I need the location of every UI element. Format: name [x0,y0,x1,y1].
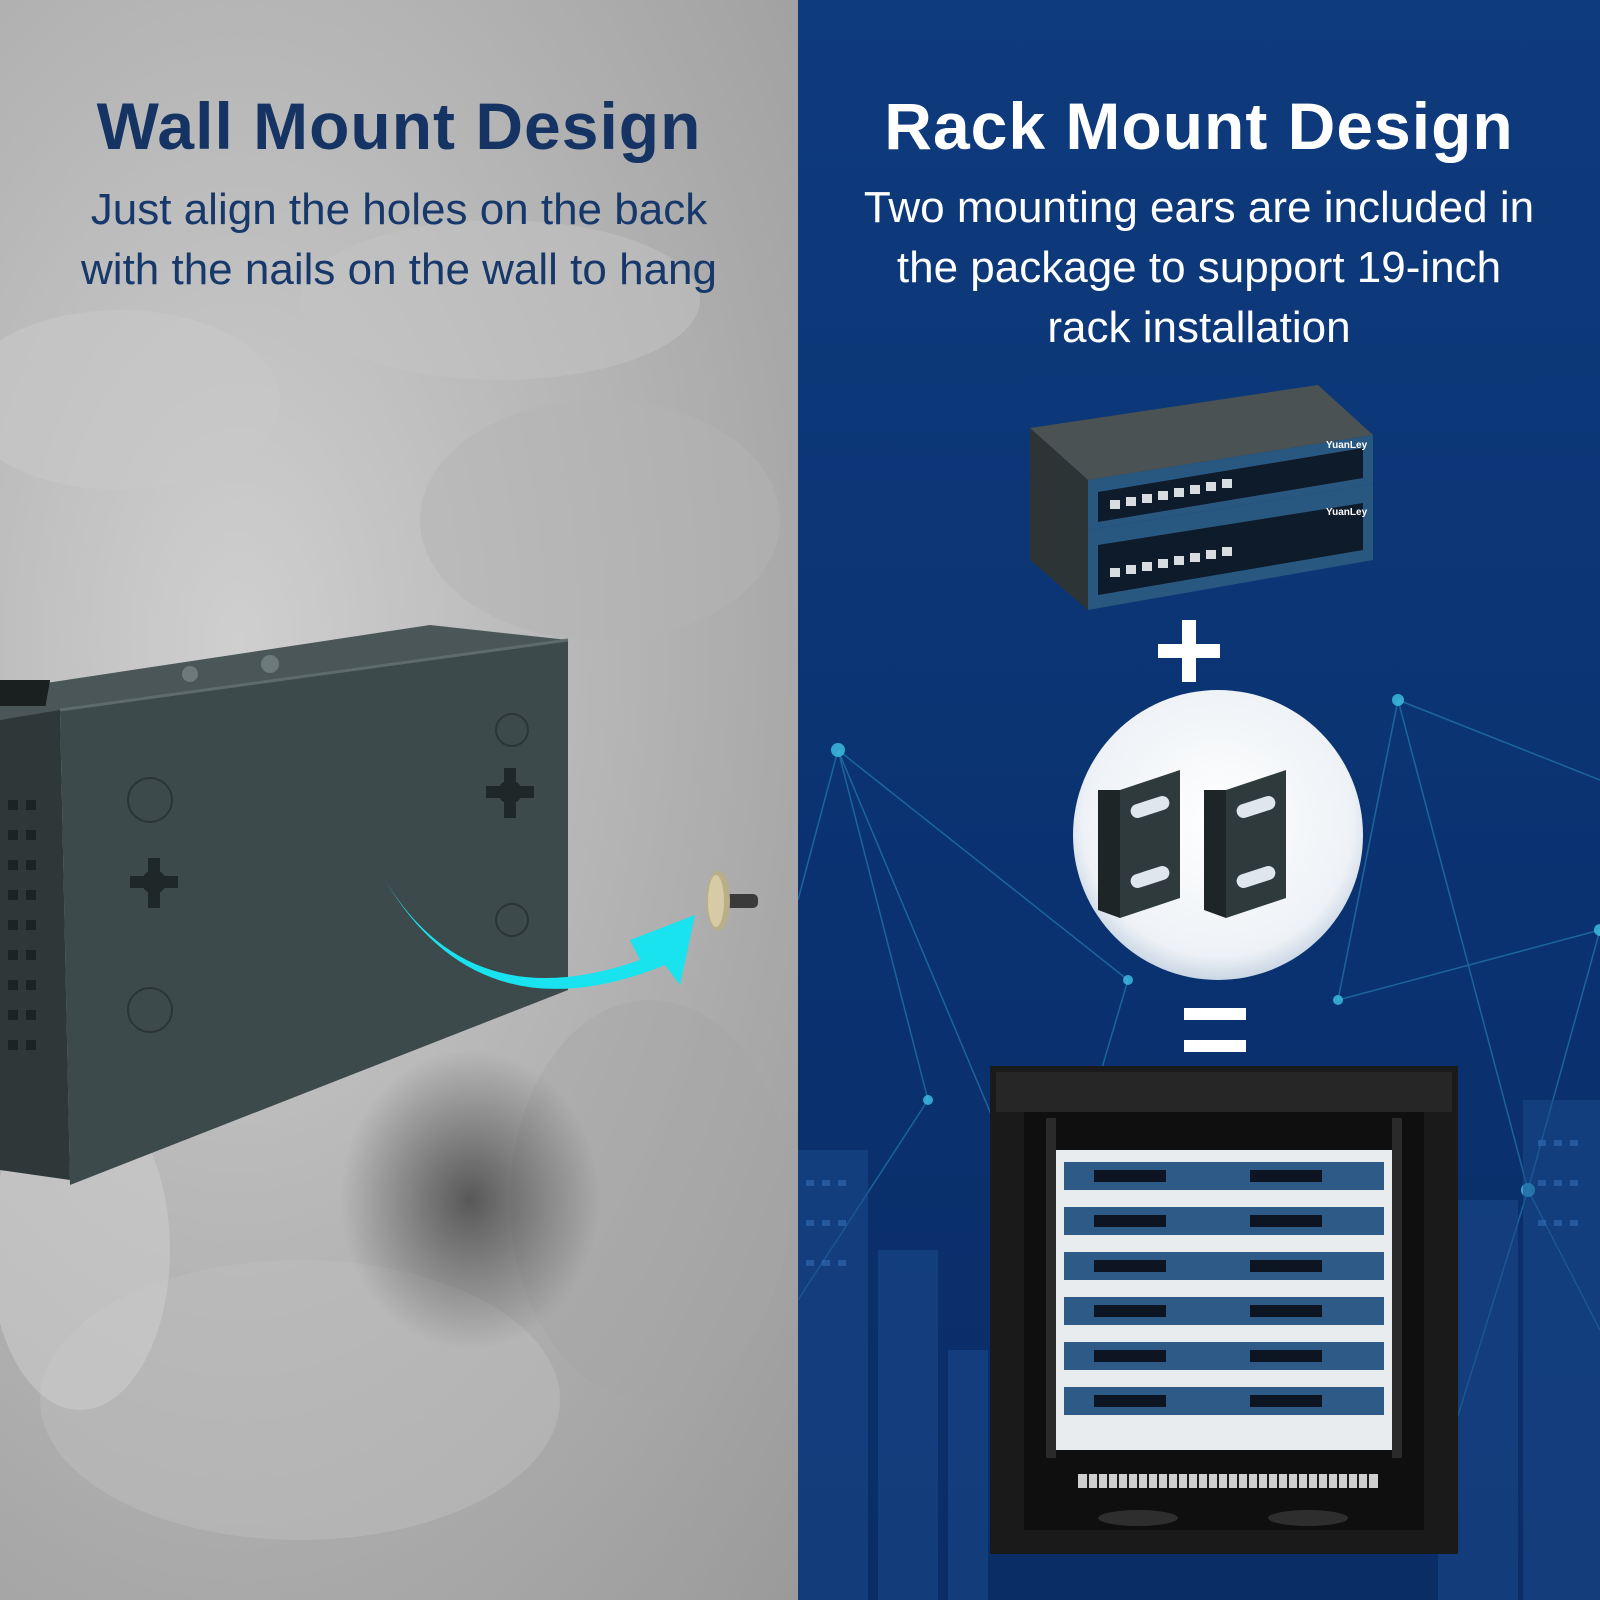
box-shadow [340,1050,600,1350]
equals-sign-icon [1184,1008,1246,1052]
rack-mount-subtitle: Two mounting ears are included in the pa… [798,178,1600,358]
wall-mount-subtitle-line-1: Just align the holes on the back [90,185,708,234]
wall-nail-icon [706,871,758,931]
wall-mount-panel: Wall Mount Design Just align the holes o… [0,0,798,1600]
mounting-ears-icon [1073,690,1363,980]
switch-stack-icon: YuanLey YuanLey [1030,385,1373,610]
rack-mount-subtitle-line-3: rack installation [1047,303,1351,352]
network-background [798,694,1600,1600]
wall-mount-title: Wall Mount Design [96,89,702,163]
wall-mount-subtitle: Just align the holes on the back with th… [0,180,798,300]
switch-brand-bottom: YuanLey [1326,507,1368,518]
rack-mount-panel: Rack Mount Design Two mounting ears are … [798,0,1600,1600]
rack-mount-title: Rack Mount Design [884,89,1514,163]
switch-brand-top: YuanLey [1326,440,1368,451]
server-rack-icon [990,1066,1458,1554]
wall-mount-subtitle-line-2: with the nails on the wall to hang [81,245,717,294]
curved-arrow-icon [385,880,695,989]
switch-box-wall [0,625,569,1185]
plus-sign-icon [1158,620,1220,682]
rack-mount-subtitle-line-2: the package to support 19-inch [896,243,1502,292]
rack-mount-subtitle-line-1: Two mounting ears are included in [863,183,1535,232]
